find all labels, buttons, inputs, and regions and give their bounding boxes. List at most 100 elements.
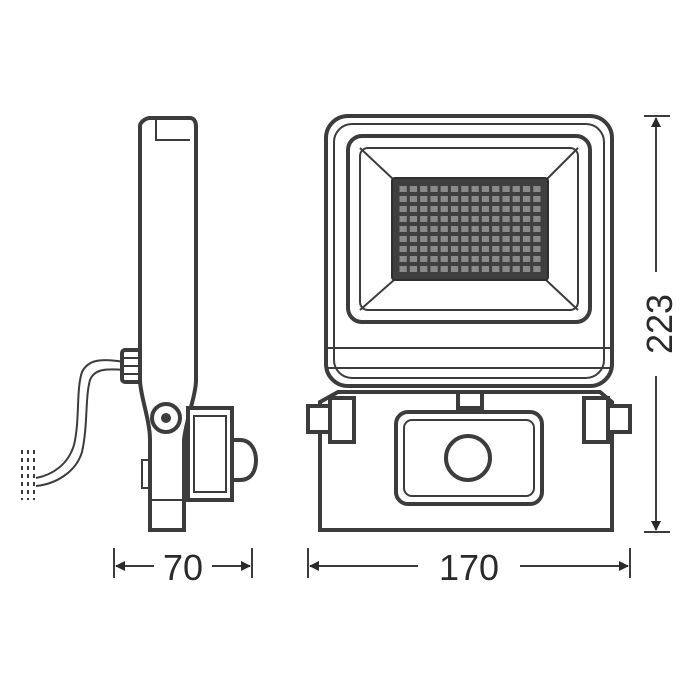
led-chip: [481, 256, 490, 262]
led-chip: [461, 266, 469, 272]
led-chip: [450, 256, 459, 262]
dimension-depth-label: 70: [163, 547, 203, 588]
led-chip: [492, 266, 500, 272]
led-chip: [399, 256, 407, 262]
led-chip: [481, 226, 490, 232]
led-chip: [409, 266, 418, 272]
led-chip: [471, 256, 479, 262]
led-chip: [481, 206, 490, 212]
led-chip: [409, 256, 418, 262]
led-chip: [533, 186, 541, 192]
led-chip: [502, 256, 510, 262]
led-chip: [512, 256, 520, 262]
led-chip: [450, 246, 459, 252]
led-chip: [512, 266, 520, 272]
bracket-right: [582, 396, 610, 444]
led-chip: [440, 256, 448, 262]
led-chip: [492, 206, 500, 212]
led-chip: [430, 256, 438, 262]
led-chip: [461, 236, 469, 242]
led-chip: [430, 226, 438, 232]
led-chip: [502, 186, 510, 192]
led-chip: [512, 206, 520, 212]
led-chip: [461, 246, 469, 252]
led-chip: [430, 246, 438, 252]
led-chip: [399, 236, 407, 242]
led-chip: [450, 216, 459, 222]
power-cable-inner: [35, 368, 125, 487]
led-chip: [512, 246, 520, 252]
led-chip: [481, 266, 490, 272]
led-chip: [461, 256, 469, 262]
led-chip: [502, 196, 510, 202]
led-chip: [409, 186, 418, 192]
led-chip-grid: [399, 186, 541, 272]
led-chip: [492, 236, 500, 242]
led-chip: [502, 246, 510, 252]
led-chip: [409, 206, 418, 212]
led-chip: [420, 216, 428, 222]
led-chip: [461, 226, 469, 232]
led-chip: [533, 206, 541, 212]
led-chip: [471, 206, 479, 212]
led-chip: [409, 216, 418, 222]
led-chip: [481, 216, 490, 222]
led-chip: [512, 236, 520, 242]
led-chip: [420, 246, 428, 252]
led-chip: [533, 266, 541, 272]
led-chip: [399, 216, 407, 222]
led-chip: [399, 266, 407, 272]
motion-sensor-lens: [444, 434, 492, 482]
led-chip: [440, 196, 448, 202]
led-chip: [502, 216, 510, 222]
led-chip: [399, 186, 407, 192]
led-chip: [440, 216, 448, 222]
led-chip: [522, 266, 531, 272]
led-chip: [522, 206, 531, 212]
led-chip: [399, 206, 407, 212]
led-chip: [522, 216, 531, 222]
bracket-left: [328, 396, 356, 444]
led-chip: [533, 216, 541, 222]
led-chip: [471, 216, 479, 222]
led-chip: [440, 246, 448, 252]
led-chip: [450, 266, 459, 272]
led-chip: [522, 246, 531, 252]
led-chip: [399, 246, 407, 252]
led-chip: [450, 196, 459, 202]
led-chip: [430, 266, 438, 272]
dimension-width-label: 170: [439, 547, 499, 588]
led-chip: [461, 216, 469, 222]
led-chip: [522, 256, 531, 262]
sensor-lens-side: [230, 438, 259, 482]
led-chip: [481, 246, 490, 252]
led-chip: [420, 196, 428, 202]
led-chip: [409, 246, 418, 252]
led-chip: [481, 196, 490, 202]
led-chip: [492, 186, 500, 192]
led-chip: [522, 196, 531, 202]
led-chip: [502, 266, 510, 272]
led-chip: [430, 206, 438, 212]
cable-end-strands: [21, 450, 35, 500]
led-chip: [512, 186, 520, 192]
led-chip: [471, 246, 479, 252]
led-chip: [512, 216, 520, 222]
led-chip: [522, 186, 531, 192]
led-chip: [399, 226, 407, 232]
led-chip: [481, 236, 490, 242]
led-chip: [471, 236, 479, 242]
dimension-height-label: 223: [639, 294, 680, 354]
led-chip: [522, 226, 531, 232]
front-view: [306, 114, 632, 532]
led-chip: [420, 186, 428, 192]
led-chip: [420, 256, 428, 262]
dimension-lines: 70 170 223: [113, 115, 680, 588]
led-chip: [471, 186, 479, 192]
led-chip: [502, 236, 510, 242]
led-chip: [450, 206, 459, 212]
led-chip: [471, 196, 479, 202]
led-chip: [533, 226, 541, 232]
led-chip: [533, 236, 541, 242]
